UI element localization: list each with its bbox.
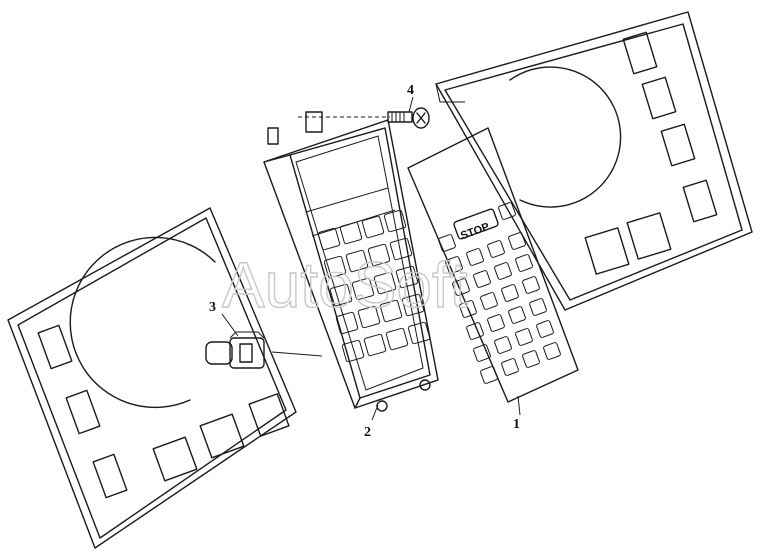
- screw-part: [298, 107, 430, 129]
- watermark: AutoSoft: [222, 249, 468, 321]
- right-panel-housing: [435, 11, 753, 311]
- stop-key: STOP: [453, 208, 499, 242]
- part-number-2: 2: [364, 425, 371, 440]
- frame-bezel-part: [263, 111, 439, 412]
- part-number-3: 3: [209, 300, 216, 315]
- part-number-4: 4: [407, 83, 414, 98]
- leader-lines: [221, 96, 521, 421]
- stop-key-label: STOP: [459, 221, 491, 242]
- left-panel-housing: [7, 207, 297, 549]
- frame-grid: [317, 209, 431, 363]
- part-number-1: 1: [513, 417, 520, 432]
- bulb-socket-part: [205, 331, 323, 369]
